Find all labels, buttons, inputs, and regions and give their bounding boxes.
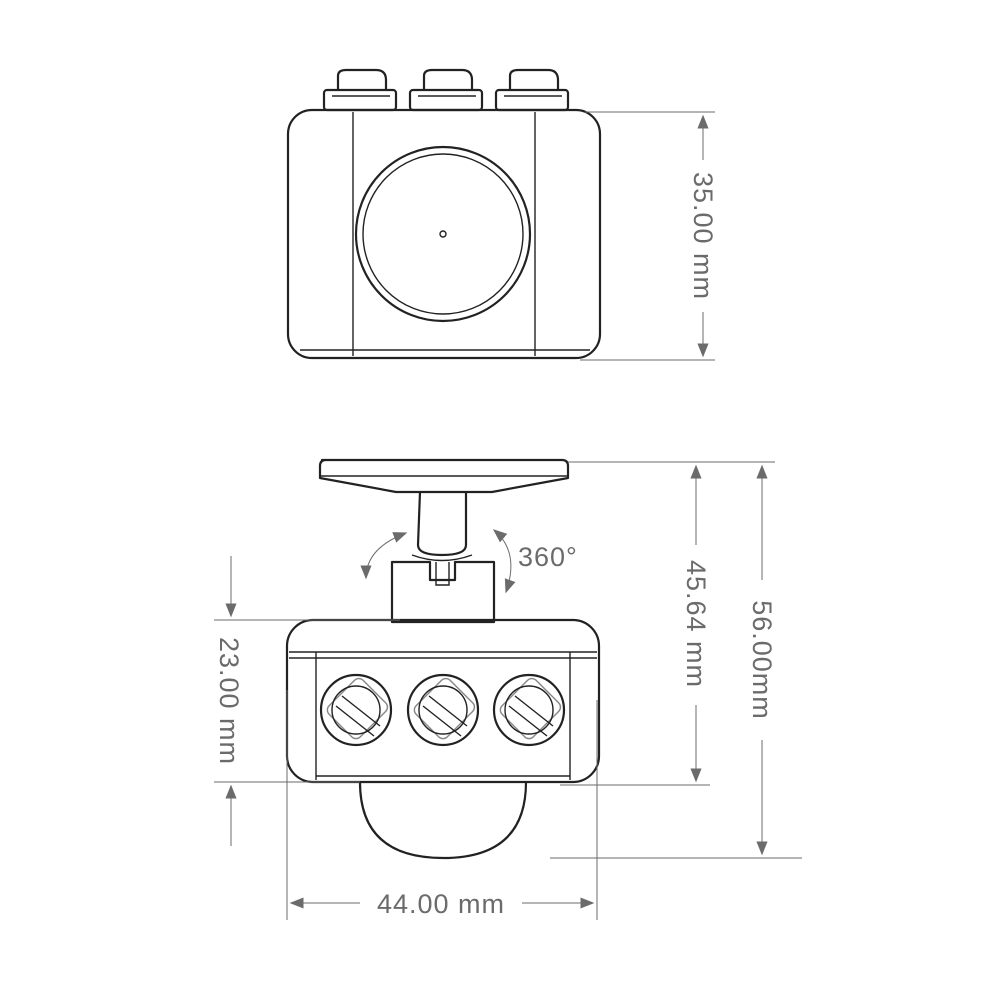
rotation-arrow-left bbox=[360, 532, 408, 580]
mounting-plate bbox=[318, 458, 570, 494]
dim-label-23: 23.00 mm bbox=[214, 637, 244, 765]
dim-label-44: 44.00 mm bbox=[377, 889, 505, 919]
sensor-center-dot bbox=[439, 230, 447, 238]
adjust-knob-1 bbox=[319, 673, 393, 747]
side-view bbox=[285, 458, 601, 860]
dimension-total-height: 56.00mm bbox=[550, 464, 802, 859]
dimension-top-height: 35.00 mm bbox=[580, 111, 718, 361]
swivel-neck bbox=[416, 491, 468, 557]
dimension-body-height: 23.00 mm bbox=[214, 556, 400, 846]
top-knob-1 bbox=[322, 68, 398, 112]
dimension-mount-height: 45.64 mm bbox=[560, 461, 775, 786]
adjust-knob-3 bbox=[492, 673, 566, 747]
rotation-indicator: 360° bbox=[360, 529, 578, 594]
dim-label-35: 35.00 mm bbox=[688, 172, 718, 300]
dimension-width: 44.00 mm bbox=[286, 690, 598, 920]
rotation-arrow-right bbox=[492, 529, 516, 594]
top-knob-3 bbox=[494, 68, 570, 112]
swivel-block bbox=[390, 560, 496, 624]
dim-label-56: 56.00mm bbox=[747, 600, 777, 720]
sensor-lens-inner bbox=[362, 153, 524, 315]
top-knob-2 bbox=[408, 68, 484, 112]
rotation-label: 360° bbox=[518, 542, 578, 572]
adjust-knob-2 bbox=[406, 673, 480, 747]
sensor-lens-outer bbox=[354, 145, 532, 323]
sensor-dome bbox=[358, 781, 528, 860]
top-view bbox=[286, 68, 602, 360]
dim-label-4564: 45.64 mm bbox=[681, 560, 711, 688]
top-view-body bbox=[286, 108, 602, 360]
